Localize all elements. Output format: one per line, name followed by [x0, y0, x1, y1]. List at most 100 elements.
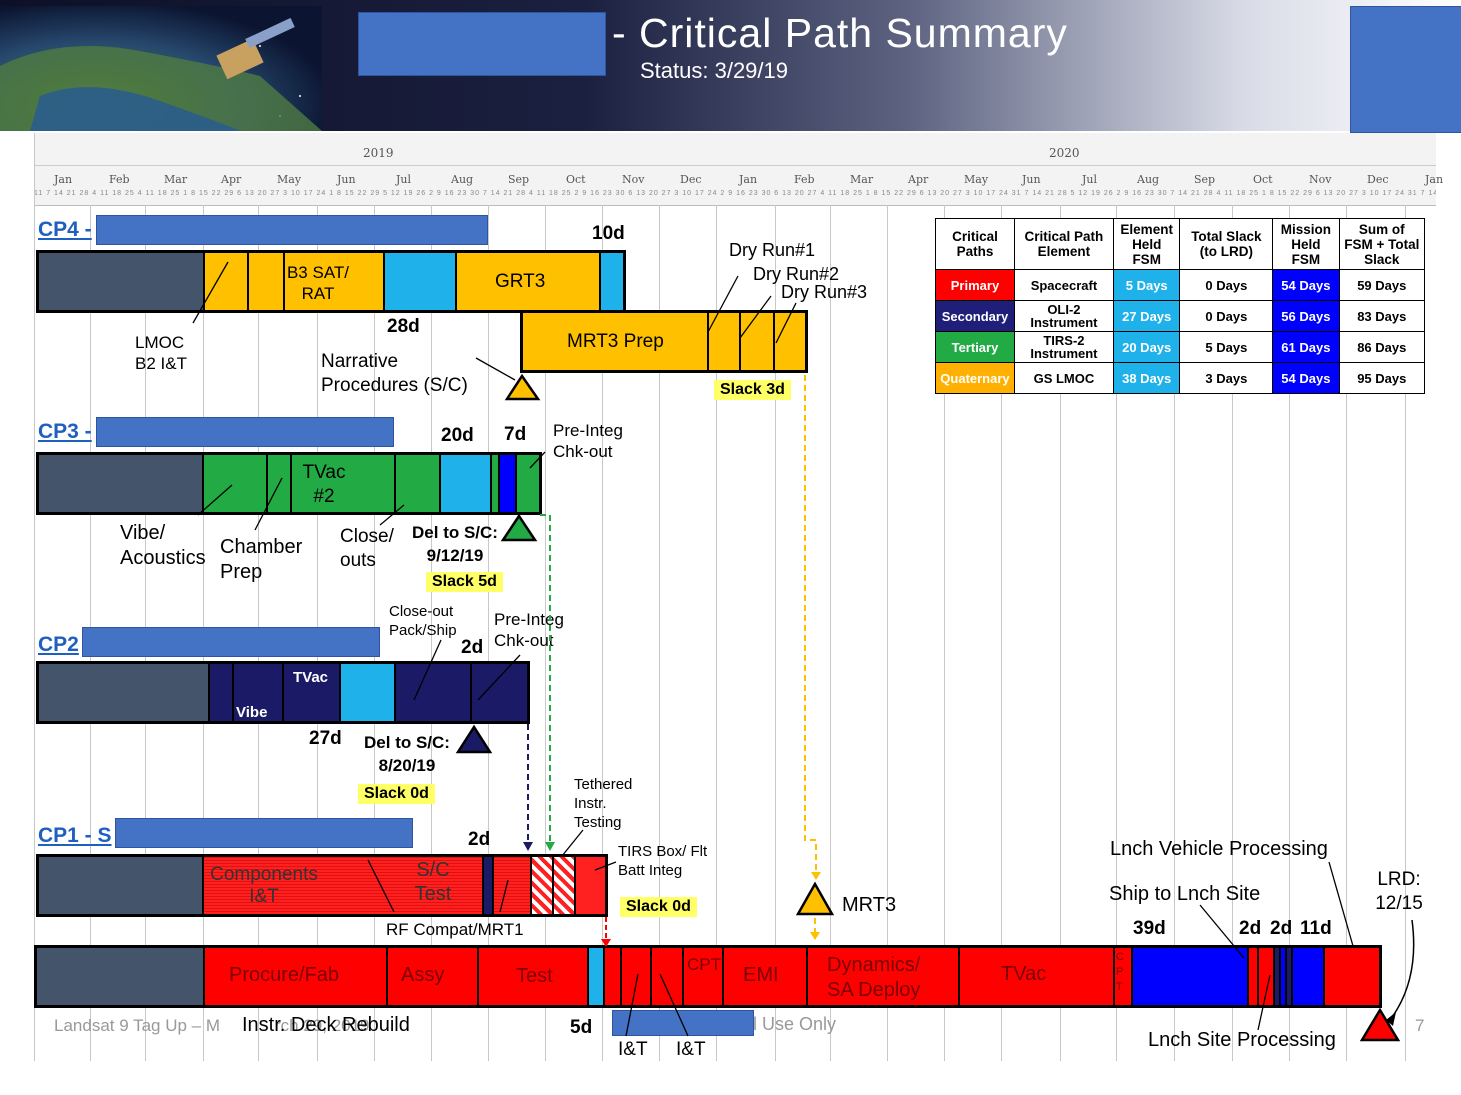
cpt-segment	[684, 948, 724, 1005]
arrow-head	[545, 842, 555, 851]
cp3-float-7d: 7d	[504, 424, 527, 445]
cp2-tvac-label: TVac	[293, 669, 329, 686]
mrt3-prep-segment	[523, 313, 709, 370]
table-header: Total Slack (to LRD)	[1179, 218, 1274, 270]
cp3-slack-badge: Slack 5d	[426, 572, 503, 592]
main-blue-segment	[1293, 948, 1325, 1005]
footer-date-text: rch 29, 2019	[275, 1016, 370, 1035]
cp2-slack-badge: Slack 0d	[358, 784, 435, 804]
closeout-packship-label: Close-out Pack/Ship	[389, 603, 457, 639]
cp4-dependency-line	[804, 375, 817, 875]
timeline-header	[34, 133, 1436, 206]
year-2020: 2020	[1049, 146, 1080, 160]
leader-line	[475, 357, 516, 381]
header-right-block	[1350, 6, 1461, 133]
month-label: Jan	[54, 173, 73, 186]
dynamics-segment	[808, 948, 960, 1005]
cp3-blue-segment	[500, 455, 517, 512]
table-row: Quaternary GS LMOC 38 Days 3 Days 54 Day…	[935, 362, 1426, 394]
cp4-cyan-end	[601, 253, 623, 310]
cp4-float-10d: 10d	[592, 223, 625, 244]
gridline	[602, 205, 603, 1061]
gridline	[944, 205, 945, 1061]
leader-line	[775, 302, 797, 344]
month-label: Apr	[908, 173, 929, 186]
leader-line	[594, 861, 617, 871]
path-cell-quaternary: Quaternary	[935, 362, 1015, 394]
table-header: Sum of FSM + Total Slack	[1338, 218, 1426, 270]
rf-compat-label: RF Compat/MRT1	[386, 920, 524, 939]
table-row: Primary Spacecraft 5 Days 0 Days 54 Days…	[935, 269, 1426, 301]
total-slack-cell: 3 Days	[1179, 362, 1274, 394]
leader-line	[477, 654, 521, 701]
lrd-date-label: LRD: 12/15	[1375, 869, 1423, 914]
month-label: Feb	[794, 173, 815, 186]
leader-line	[192, 261, 229, 324]
assy-label: Assy	[401, 964, 445, 986]
chamber-prep-label: Chamber Prep	[220, 536, 303, 583]
gridline	[716, 205, 717, 1061]
cp2-milestone-triangle	[455, 724, 493, 754]
leader-line	[413, 639, 442, 701]
ship-to-launch-site-label: Ship to Lnch Site	[1109, 883, 1261, 905]
table-row: Tertiary TIRS-2 Instrument 20 Days 5 Day…	[935, 331, 1426, 363]
cp4-gray-segment	[39, 253, 205, 310]
gridline	[775, 205, 776, 1061]
procure-fab-segment	[205, 948, 388, 1005]
cp2-tvac-segment	[284, 664, 341, 721]
month-label: Jun	[337, 173, 356, 186]
gridline	[659, 205, 660, 1061]
arrow-head	[523, 842, 533, 851]
month-label: May	[277, 173, 302, 186]
tirs-box-label: TIRS Box/ Flt Batt Integ	[618, 843, 708, 879]
month-label: Nov	[1309, 173, 1332, 186]
leader-line	[561, 829, 584, 857]
month-label: Jul	[1082, 173, 1098, 186]
mission-held-cell: 56 Days	[1272, 300, 1340, 332]
dry-run-segment	[709, 313, 741, 370]
dynamics-sa-deploy-label: Dynamics/ SA Deploy	[827, 954, 921, 1001]
main-segment	[622, 948, 652, 1005]
month-label: Nov	[622, 173, 645, 186]
launch-site-processing-label: Lnch Site Processing	[1148, 1029, 1336, 1051]
cp2-vibe-segment	[234, 664, 284, 721]
arrow-head	[811, 872, 821, 880]
month-label: Jul	[396, 173, 412, 186]
dry-run-segment	[741, 313, 775, 370]
gridline	[1289, 205, 1290, 1061]
mission-held-cell: 54 Days	[1272, 269, 1340, 301]
cp2-del-date: Del to S/C: 8/20/19	[364, 733, 450, 775]
tvac-segment	[960, 948, 1115, 1005]
satellite-image-graphic	[0, 17, 322, 131]
gridline	[1116, 205, 1117, 1061]
dry-run-3-label: Dry Run#3	[781, 282, 868, 302]
cp4-float-28d: 28d	[387, 316, 420, 337]
emi-label: EMI	[743, 964, 779, 986]
narrative-procedures-label: Narrative Procedures (S/C)	[321, 351, 468, 396]
lmoc-b2-label: LMOC B2 I&T	[135, 333, 187, 373]
cp4-cyan-segment	[385, 253, 457, 310]
total-slack-cell: 0 Days	[1179, 300, 1274, 332]
cpt-label: CPT	[687, 955, 721, 974]
sum-cell: 95 Days	[1338, 362, 1426, 394]
cp1-float-2d: 2d	[468, 829, 491, 850]
leader-line	[659, 973, 689, 1037]
redacted-box	[115, 818, 413, 848]
table-row: Secondary OLI-2 Instrument 27 Days 0 Day…	[935, 300, 1426, 332]
month-label: Oct	[566, 173, 586, 186]
mrt3-prep-bar	[520, 310, 808, 373]
leader-line	[499, 879, 509, 913]
cp4-label: CP4 -	[38, 218, 92, 241]
dry-run-1-label: Dry Run#1	[729, 240, 816, 260]
leader-line	[739, 295, 772, 339]
cp3-milestone-triangle	[500, 513, 538, 542]
vibe-acoustics-label: Vibe/ Acoustics	[120, 522, 206, 569]
cp3-cyan-segment	[441, 455, 492, 512]
main-navy-segment	[1287, 948, 1293, 1005]
table-header-row: Critical Paths Critical Path Element Ele…	[935, 218, 1426, 270]
arrow-head	[601, 939, 611, 947]
launch-milestone-triangle	[1359, 1007, 1401, 1042]
main-navy-segment	[1275, 948, 1281, 1005]
cp3-tvac-segment	[292, 455, 396, 512]
spacecraft-main-bar	[34, 945, 1382, 1008]
